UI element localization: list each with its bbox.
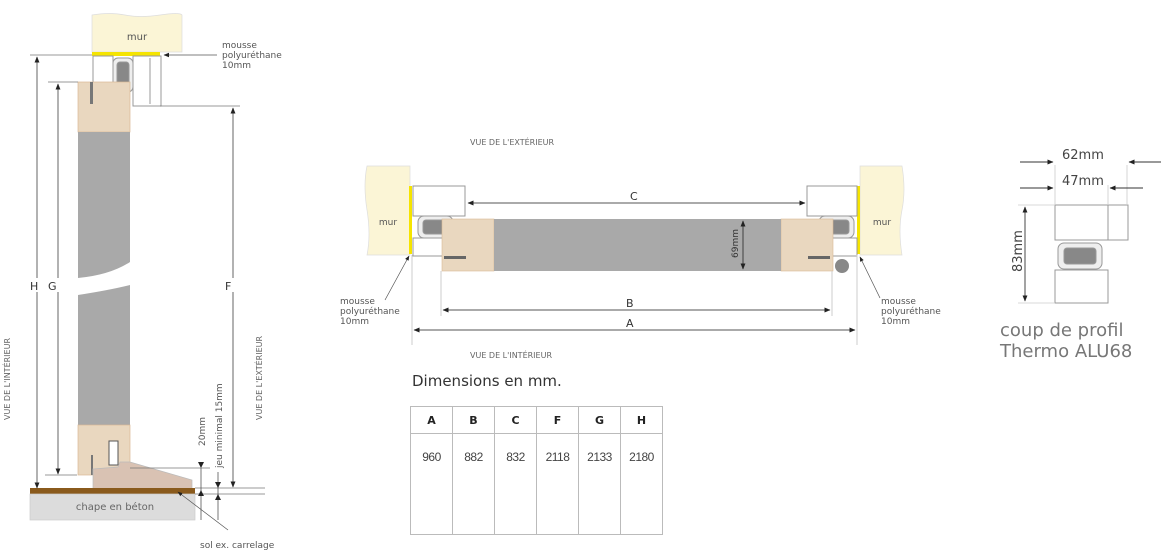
wood-right xyxy=(780,218,834,272)
side-view: mur chape en béton xyxy=(1,13,282,551)
profile-width-inner: 47mm xyxy=(1062,174,1104,189)
svg-text:polyuréthane: polyuréthane xyxy=(222,50,282,61)
wall-right xyxy=(859,165,905,256)
foam-callout-left: mousse polyuréthane 10mm xyxy=(340,297,400,327)
dim-label-c: C xyxy=(630,190,638,203)
foam-callout-right: mousse polyuréthane 10mm xyxy=(881,297,941,327)
screed xyxy=(29,493,196,521)
foam-strip xyxy=(92,52,160,56)
svg-text:mousse: mousse xyxy=(881,297,916,307)
value-c: 832 xyxy=(494,433,537,535)
foam-callout-side: mousse polyuréthane 10mm xyxy=(222,41,282,71)
plan-view-interior: VUE DE L'INTÉRIEUR xyxy=(470,349,552,360)
gap-20mm: 20mm xyxy=(198,417,208,446)
value-f: 2118 xyxy=(536,433,579,535)
value-h: 2180 xyxy=(620,433,663,535)
col-header-f: F xyxy=(536,406,579,434)
svg-text:mousse: mousse xyxy=(340,297,375,307)
table-row: 960 882 832 2118 2133 2180 xyxy=(410,433,663,535)
view-exterior-vertical: VUE DE L'EXTÉRIEUR xyxy=(253,335,264,420)
value-a: 960 xyxy=(410,433,453,535)
value-b: 882 xyxy=(452,433,495,535)
dim-label-b: B xyxy=(626,297,634,310)
svg-text:polyuréthane: polyuréthane xyxy=(340,306,400,317)
col-header-c: C xyxy=(494,406,537,434)
col-header-b: B xyxy=(452,406,495,434)
wall-left xyxy=(364,165,411,256)
svg-text:mousse: mousse xyxy=(222,41,257,51)
view-interior-vertical: VUE DE L'INTÉRIEUR xyxy=(1,338,12,420)
dim-label-a: A xyxy=(626,317,634,330)
svg-text:10mm: 10mm xyxy=(340,317,369,327)
plan-view: VUE DE L'EXTÉRIEUR VUE DE L'INTÉRIEUR mu… xyxy=(340,136,941,360)
wall-label: mur xyxy=(127,32,148,43)
dim-label-h: H xyxy=(30,280,38,293)
screed-label: chape en béton xyxy=(76,501,154,513)
profile-section: 62mm 47mm 83mm xyxy=(1011,148,1161,304)
hinge xyxy=(835,259,849,273)
profile-caption: coup de profil Thermo ALU68 xyxy=(1000,320,1132,362)
wall-top xyxy=(91,13,183,53)
door-panel-plan xyxy=(494,219,781,271)
col-header-a: A xyxy=(410,406,453,434)
dimensions-table: A B C F G H 960 882 832 2118 2133 2180 xyxy=(410,406,663,535)
profile-height: 83mm xyxy=(1011,230,1026,272)
dim-label-f: F xyxy=(225,280,231,293)
wall-left-label: mur xyxy=(379,218,397,228)
floor-label: sol ex. carrelage xyxy=(200,541,275,551)
thickness-label: 69mm xyxy=(731,229,741,258)
svg-text:10mm: 10mm xyxy=(222,61,251,71)
col-header-g: G xyxy=(578,406,621,434)
profile-caption-line1: coup de profil xyxy=(1000,320,1124,341)
gap-minimal: jeu minimal 15mm xyxy=(215,383,225,469)
floor-tile xyxy=(30,488,195,494)
col-header-h: H xyxy=(620,406,663,434)
svg-text:polyuréthane: polyuréthane xyxy=(881,306,941,317)
door-wood-top xyxy=(77,81,131,133)
profile-drawing xyxy=(1054,204,1129,304)
wall-right-label: mur xyxy=(873,218,891,228)
profile-width-outer: 62mm xyxy=(1062,148,1104,163)
dimensions-title: Dimensions en mm. xyxy=(412,372,562,390)
wood-left xyxy=(441,218,495,272)
profile-caption-line2: Thermo ALU68 xyxy=(1000,341,1133,362)
plan-view-exterior: VUE DE L'EXTÉRIEUR xyxy=(470,136,555,147)
value-g: 2133 xyxy=(578,433,621,535)
door-panel xyxy=(78,132,130,278)
dim-label-g: G xyxy=(48,280,57,293)
svg-text:10mm: 10mm xyxy=(881,317,910,327)
table-header-row: A B C F G H xyxy=(410,406,663,434)
